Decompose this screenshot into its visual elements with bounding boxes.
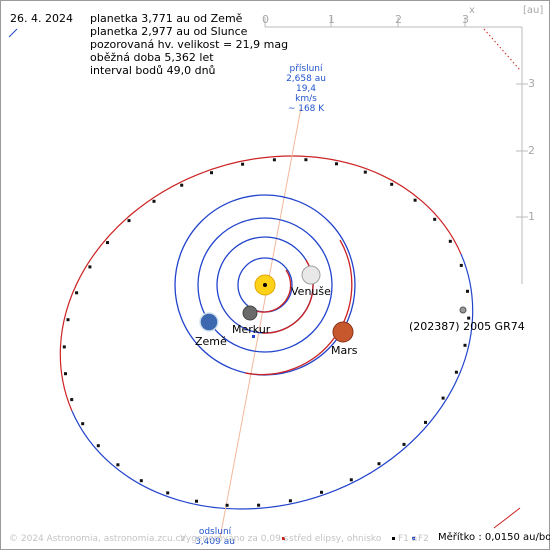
orbit-point — [210, 171, 213, 175]
orbit-point — [463, 343, 467, 347]
orbit-point — [70, 398, 74, 402]
legend-f1-text: F1 a — [398, 534, 418, 544]
asteroid-label: (202387) 2005 GR74 — [409, 320, 525, 333]
perihelion-speed: 19,4 km/s — [295, 84, 317, 104]
orbit-point — [363, 170, 367, 174]
perihelion-title: přísluní — [289, 64, 323, 74]
orbit-point — [424, 420, 427, 424]
orbit-point — [459, 263, 463, 267]
orbit-point — [272, 158, 276, 162]
unit-label: [au] — [523, 5, 544, 16]
x-tick-2: 2 — [395, 13, 402, 26]
orbit-point — [241, 162, 245, 166]
legend-f1-marker — [392, 537, 395, 540]
copyright-text: © 2024 Astronomia, astronomia.zcu.cz — [9, 534, 186, 544]
mars-label: Mars — [331, 344, 358, 357]
venus-label: Venuše — [291, 285, 331, 298]
orbit-point — [139, 479, 143, 483]
view-direction-icon — [8, 28, 18, 38]
apsis-line — [219, 107, 302, 539]
aphelion-distance: 3,409 au — [195, 537, 235, 547]
orbit-point — [195, 499, 198, 503]
orbit-point — [433, 217, 437, 221]
perihelion-time: ~ 168 K — [287, 104, 325, 114]
x-tick-1: 1 — [328, 13, 335, 26]
earth-label: Země — [195, 335, 227, 348]
orbit-point — [166, 491, 170, 495]
orbit-point — [81, 422, 85, 426]
orbit-point — [106, 241, 109, 245]
orbit-point — [96, 444, 100, 448]
orbit-point — [304, 158, 308, 162]
legend-line — [493, 507, 521, 529]
sun-focus-marker — [263, 283, 267, 287]
y-tick-2: 2 — [528, 144, 535, 157]
orbit-point — [467, 316, 471, 320]
asteroid-orbit-lower — [71, 253, 474, 510]
y-tick-3: 3 — [528, 77, 535, 90]
orbit-point — [335, 162, 338, 166]
orbit-point — [66, 318, 70, 322]
earth-orbit — [197, 217, 333, 353]
orbit-point — [390, 182, 394, 186]
orbit-point — [225, 503, 229, 507]
earth-marker — [252, 335, 255, 338]
orbit-point — [180, 183, 184, 187]
info-line-interval: interval bodů 49,0 dnů — [90, 64, 216, 77]
asteroid-icon — [459, 306, 467, 314]
orbit-point — [127, 219, 131, 223]
aphelion-label: odsluní 3,409 au — [190, 527, 240, 547]
orbit-point — [441, 396, 445, 400]
orbit-point — [320, 490, 323, 494]
orbit-point — [152, 199, 156, 203]
date-label: 26. 4. 2024 — [10, 12, 73, 25]
orbit-point — [64, 372, 67, 376]
legend-f2-text: F2 — [418, 534, 429, 544]
earth-direction-line — [483, 28, 521, 71]
x-axis-label: x — [469, 5, 475, 16]
info-line-magnitude: pozorovaná hv. velikost = 21,9 mag — [90, 38, 289, 51]
info-line-distance-sun: planetka 2,977 au od Slunce — [90, 25, 248, 38]
orbit-point — [288, 499, 292, 503]
orbit-point — [88, 265, 92, 269]
x-tick-0: 0 — [262, 13, 269, 26]
orbit-point — [413, 198, 417, 202]
legend-center-marker — [282, 537, 285, 540]
orbit-point — [466, 289, 469, 293]
orbit-point — [402, 442, 406, 446]
orbit-point-markers — [62, 158, 471, 507]
perihelion-label: přísluní 2,658 au 19,4 km/s ~ 168 K — [286, 64, 326, 114]
venus-icon — [301, 265, 321, 285]
earth-icon — [199, 312, 219, 332]
orbit-point — [454, 370, 458, 374]
orbit-point — [75, 291, 79, 295]
render-time-text: Vygenerováno za 0,09 s — [180, 534, 289, 544]
orbit-point — [448, 239, 452, 243]
mercury-icon — [242, 305, 258, 321]
orbit-point — [116, 463, 120, 467]
mars-icon — [332, 321, 354, 343]
legend-f2-marker — [412, 537, 415, 540]
orbit-point — [349, 478, 353, 482]
mercury-label: Merkur — [232, 323, 271, 336]
orbit-point — [257, 503, 261, 507]
scale-text: Měřítko : 0,0150 au/bod — [438, 532, 550, 543]
perihelion-distance: 2,658 au — [286, 74, 326, 84]
info-line-distance-earth: planetka 3,771 au od Země — [90, 12, 243, 25]
legend-center-text: střed elipsy, ohnisko — [289, 534, 382, 544]
mercury-orbit-upper-arc — [255, 269, 292, 313]
aphelion-title: odsluní — [198, 527, 232, 537]
info-line-period: oběžná doba 5,362 let — [90, 51, 214, 64]
y-tick-1: 1 — [528, 210, 535, 223]
orbit-point — [62, 345, 66, 349]
orbit-point — [377, 462, 381, 466]
x-tick-3: 3 — [462, 13, 469, 26]
asteroid-orbit-upper — [59, 155, 462, 412]
